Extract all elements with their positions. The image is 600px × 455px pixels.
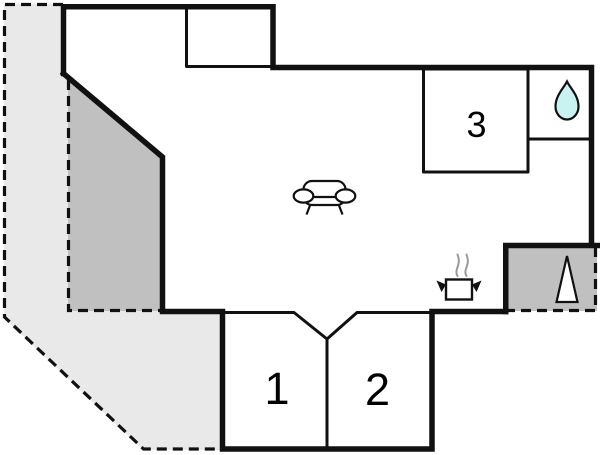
sofa-armrest-left	[292, 188, 315, 204]
sofa-icon	[292, 179, 357, 215]
sofa-leg-right	[337, 205, 344, 215]
exterior-wall-upper	[60, 4, 595, 245]
water-drop-icon	[554, 79, 580, 121]
cooking-pot-icon	[436, 253, 482, 301]
sofa-leg-left	[305, 205, 312, 215]
room-2-label: 2	[365, 364, 390, 415]
pot-handle-right	[472, 280, 482, 292]
exterior-walls	[59, 4, 600, 452]
covered-terrace-area	[68, 78, 162, 311]
room-1-label: 1	[264, 363, 289, 414]
covered-terrace-dashed-border	[66, 80, 162, 313]
terrace-dashed-border	[2, 2, 223, 451]
room-3-label: 3	[466, 104, 486, 145]
room-3-outline	[422, 67, 530, 174]
exterior-wall-lower	[59, 69, 509, 452]
interior-walls	[185, 4, 591, 450]
entry-room-wall	[185, 4, 274, 68]
bedrooms-top-wall	[220, 311, 434, 341]
pot-handle-left	[436, 280, 446, 292]
pot-body	[444, 278, 474, 301]
sofa-armrest-right	[334, 188, 357, 204]
steam-wave-right	[464, 253, 469, 277]
covered-nook-area	[505, 245, 597, 311]
covered-nook-dashed-border	[505, 247, 598, 313]
steam-icon	[455, 253, 469, 277]
exterior-wall-nook	[503, 242, 600, 315]
triangle-icon	[555, 255, 579, 304]
steam-wave-left	[455, 253, 460, 277]
